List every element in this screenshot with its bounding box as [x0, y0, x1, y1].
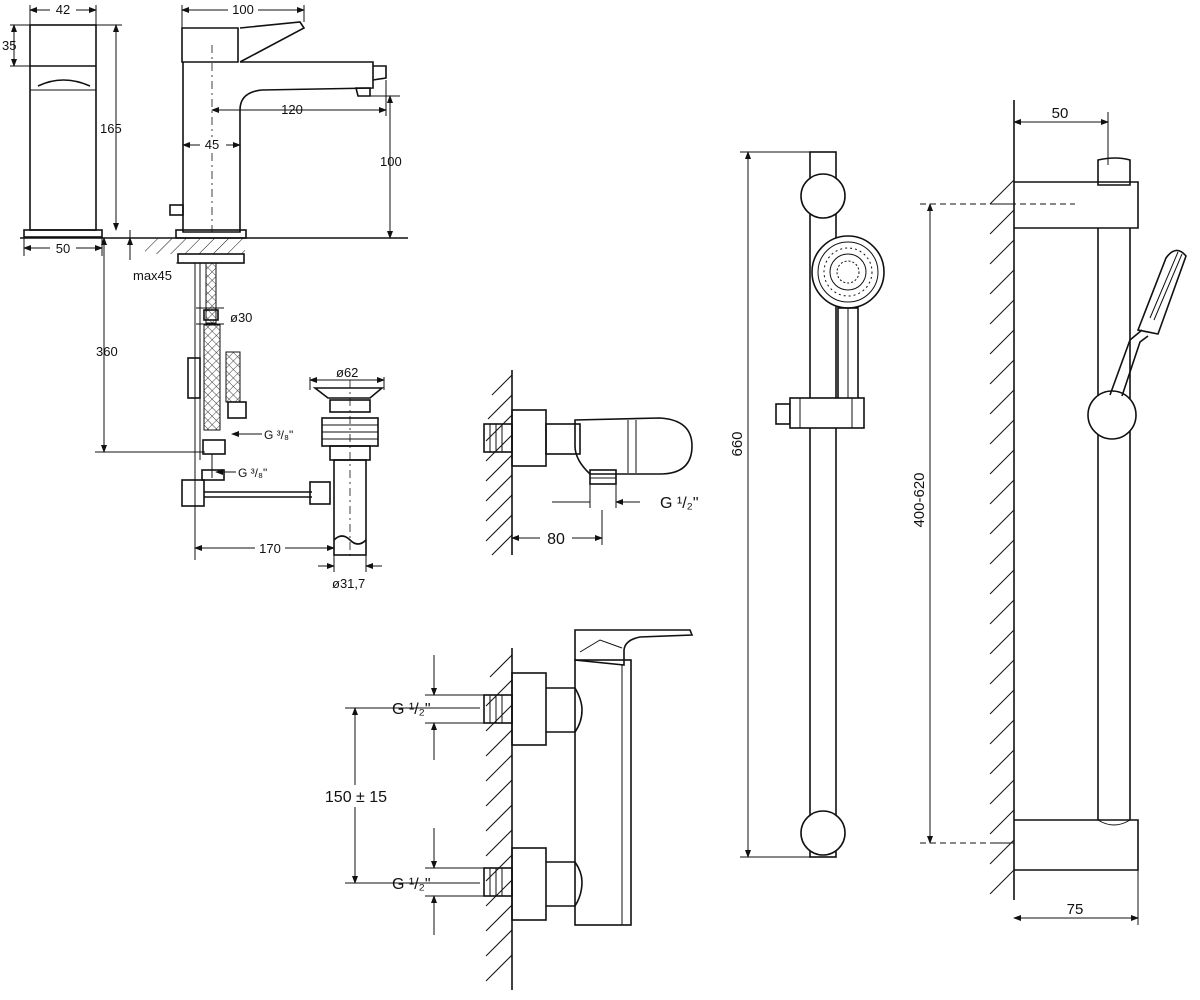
pop-up-waste	[309, 380, 385, 560]
dim-42-label: 42	[56, 2, 70, 17]
supply-hoses	[181, 262, 312, 560]
dim-50-label: 50	[56, 241, 70, 256]
dim-o30-label: ø30	[230, 310, 252, 325]
wall-hatch-rail	[989, 179, 1015, 895]
basin-mixer-labels: 42 35 165 50 100 120 45 100 max45 360 ø3…	[2, 2, 402, 591]
shower-mixer-drawing: 150 ± 15 G ¹/₂" G ¹/₂"	[318, 629, 694, 990]
thread-g12-lower-label: G ¹/₂"	[392, 876, 431, 893]
dim-120-label: 120	[281, 102, 303, 117]
dim-35-label: 35	[2, 38, 16, 53]
dim-100-side-label: 100	[380, 154, 402, 169]
hand-shower-head	[811, 235, 885, 401]
dim-360-label: 360	[96, 344, 118, 359]
dim-50-rail-label: 50	[1052, 105, 1069, 122]
basin-mixer-front-view	[23, 24, 103, 238]
shower-rail-front-view: 660	[729, 151, 885, 858]
dim-170-label: 170	[259, 541, 281, 556]
dim-o31-7-label: ø31,7	[332, 576, 365, 591]
basin-counter	[20, 237, 408, 264]
basin-mixer-drawing: 42 35 165 50 100 120 45 100 max45 360 ø3…	[2, 2, 408, 591]
shower-rail-side-view: 50 400-620 75	[911, 100, 1187, 925]
dim-75-label: 75	[1067, 901, 1084, 918]
wall-outlet-drawing: G ¹/₂" 80	[483, 370, 699, 556]
thread-g12-upper-label: G ¹/₂"	[392, 701, 431, 718]
thread-g12-outlet-label: G ¹/₂"	[660, 495, 699, 512]
basin-mixer-side-view	[169, 21, 387, 239]
thread-g38-lower-label: G ³/₈"	[238, 466, 267, 480]
dim-45-label: 45	[205, 137, 219, 152]
dim-100-top-label: 100	[232, 2, 254, 17]
dim-400-620-label: 400-620	[911, 472, 928, 527]
dim-80-label: 80	[547, 531, 565, 548]
dim-o62-label: ø62	[336, 365, 358, 380]
dim-150-label: 150 ± 15	[325, 789, 387, 806]
wall-hatch	[485, 374, 513, 556]
thread-g38-upper-label: G ³/₈"	[264, 428, 293, 442]
dim-165-label: 165	[100, 121, 122, 136]
dim-max45-label: max45	[133, 268, 172, 283]
dim-660-label: 660	[729, 431, 746, 456]
